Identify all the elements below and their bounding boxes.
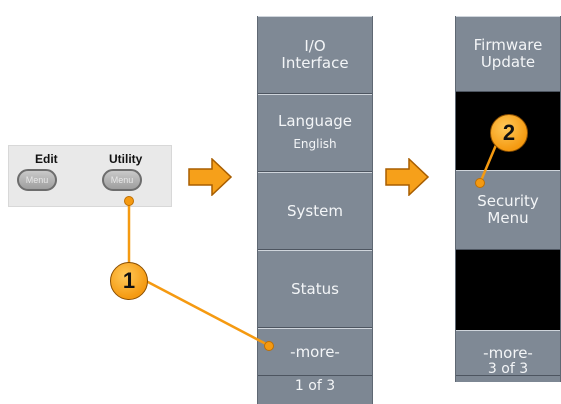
callout-dot bbox=[124, 196, 134, 206]
system-label: System bbox=[287, 201, 343, 220]
callout-dot bbox=[264, 341, 274, 351]
system-menu-item[interactable]: System bbox=[258, 172, 372, 250]
firmware-line1: Firmware bbox=[473, 36, 543, 54]
more-menu-item[interactable]: -more- bbox=[258, 328, 372, 376]
callout-step-1: 1 bbox=[110, 262, 148, 300]
security-line2: Menu bbox=[487, 209, 529, 227]
edit-menu-button[interactable]: Menu bbox=[17, 169, 57, 191]
callout-dot bbox=[475, 178, 485, 188]
io-interface-menu-item[interactable]: I/O Interface bbox=[258, 16, 372, 94]
status-menu-item[interactable]: Status bbox=[258, 250, 372, 328]
utility-label: Utility bbox=[109, 152, 143, 166]
firmware-update-menu-item[interactable]: Firmware Update bbox=[456, 16, 560, 92]
more-label: -more- bbox=[483, 343, 533, 362]
more-menu-item[interactable]: -more- bbox=[456, 330, 560, 376]
callout-step-2: 2 bbox=[490, 114, 528, 152]
status-label: Status bbox=[291, 279, 339, 298]
front-panel: Edit Menu Utility Menu bbox=[8, 145, 172, 207]
right-arrow-icon bbox=[385, 158, 429, 196]
utility-menu-page-1: I/O Interface Language English System St… bbox=[257, 16, 373, 404]
language-menu-item[interactable]: Language English bbox=[258, 94, 372, 172]
security-line1: Security bbox=[477, 192, 539, 210]
edit-label: Edit bbox=[35, 152, 58, 166]
utility-menu-page-3: Firmware Update Security Menu -more- 3 o… bbox=[455, 16, 561, 382]
right-arrow-icon bbox=[188, 158, 232, 196]
more-label: -more- bbox=[290, 342, 340, 361]
security-menu-item[interactable]: Security Menu bbox=[456, 170, 560, 250]
page-indicator: 3 of 3 bbox=[487, 361, 529, 377]
language-label: Language bbox=[277, 112, 353, 130]
language-value: English bbox=[293, 137, 337, 151]
utility-menu-button[interactable]: Menu bbox=[102, 169, 142, 191]
blank-menu-slot bbox=[456, 250, 560, 330]
io-line2: Interface bbox=[281, 54, 349, 72]
io-line1: I/O bbox=[304, 37, 326, 55]
page-indicator: 1 of 3 bbox=[294, 378, 336, 394]
firmware-line2: Update bbox=[480, 53, 536, 71]
